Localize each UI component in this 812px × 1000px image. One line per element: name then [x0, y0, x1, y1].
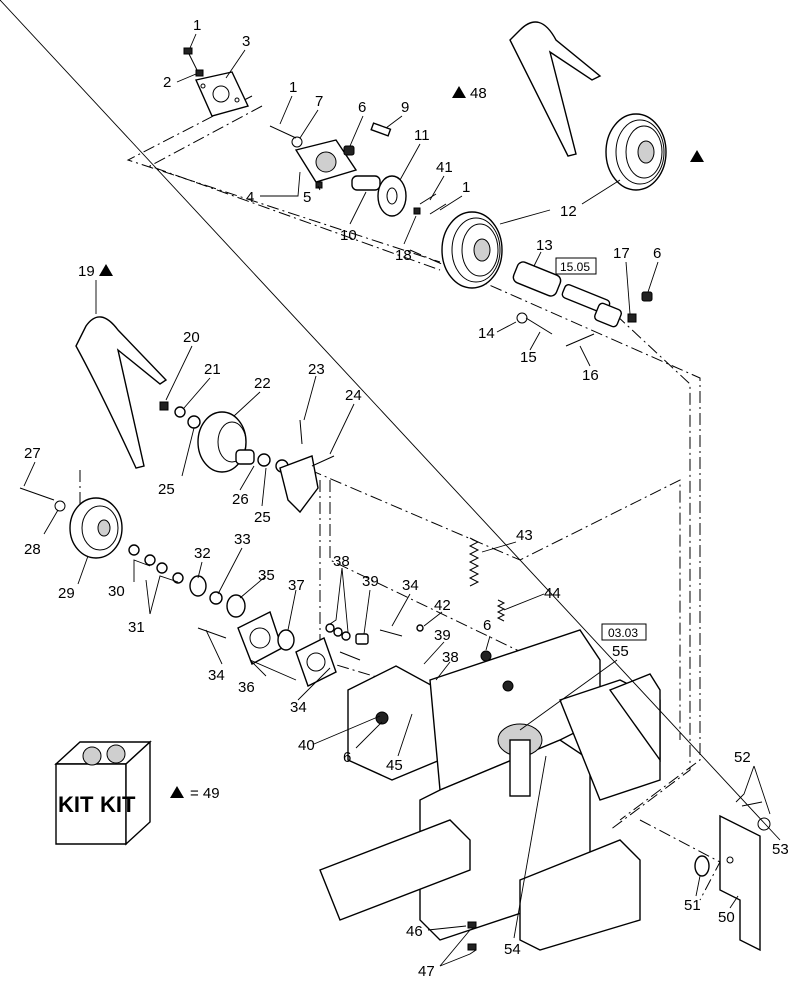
kit-triangle-icon: [690, 150, 704, 162]
callout-13: 13: [536, 237, 553, 254]
callout-51: 51: [684, 897, 701, 914]
callout-54: 54: [504, 941, 521, 958]
callout-34: 34: [208, 667, 225, 684]
callout-18: 18: [395, 247, 412, 264]
reference-boxes: 15.05 03.03: [555, 257, 647, 641]
callout-46: 46: [406, 923, 423, 940]
kit-label-right: KIT: [100, 792, 136, 817]
callout-6: 6: [483, 617, 491, 634]
callout-6: 6: [343, 749, 351, 766]
callout-39: 39: [362, 573, 379, 590]
callout-28: 28: [24, 541, 41, 558]
callout-42: 42: [434, 597, 451, 614]
callout-23: 23: [308, 361, 325, 378]
callout-4: 4: [246, 189, 254, 206]
callout-2: 2: [163, 74, 171, 91]
kit-legend-triangle-icon: [170, 786, 184, 798]
callout-27: 27: [24, 445, 41, 462]
callout-labels: 1 2 3 1 7 6 9 11 41 1 4 5 10 18 12 13 17…: [24, 17, 789, 980]
callout-33: 33: [234, 531, 251, 548]
callout-6: 6: [358, 99, 366, 116]
callout-41: 41: [436, 159, 453, 176]
kit-label-left: KIT: [58, 792, 94, 817]
callout-35: 35: [258, 567, 275, 584]
callout-26: 26: [232, 491, 249, 508]
kit-triangle-icon: [99, 264, 113, 276]
callout-25: 25: [158, 481, 175, 498]
callout-10: 10: [340, 227, 357, 244]
callout-39: 39: [434, 627, 451, 644]
callout-1: 1: [193, 17, 201, 34]
callout-12: 12: [560, 203, 577, 220]
drive-pulleys: [441, 21, 667, 347]
callout-1: 1: [462, 179, 470, 196]
bearing-plate-group: [183, 47, 447, 217]
kit-legend: = 49: [190, 785, 220, 802]
marked-callouts: 48 19: [78, 85, 704, 280]
callout-20: 20: [183, 329, 200, 346]
callout-1: 1: [289, 79, 297, 96]
callout-52: 52: [734, 749, 751, 766]
callout-38: 38: [333, 553, 350, 570]
callout-38: 38: [442, 649, 459, 666]
callout-17: 17: [613, 245, 630, 262]
callout-11: 11: [414, 127, 430, 144]
main-frame: [319, 629, 771, 952]
callout-45: 45: [386, 757, 403, 774]
callout-15: 15: [520, 349, 537, 366]
callout-7: 7: [315, 93, 323, 110]
kit-triangle-icon: [452, 86, 466, 98]
callout-55: 55: [612, 643, 629, 660]
callout-30: 30: [108, 583, 125, 600]
callout-22: 22: [254, 375, 271, 392]
callout-16: 16: [582, 367, 599, 384]
ref-box-15-05: 15.05: [560, 260, 590, 274]
ref-box-03-03: 03.03: [608, 626, 638, 640]
callout-3: 3: [242, 33, 250, 50]
callout-21: 21: [204, 361, 221, 378]
callout-25: 25: [254, 509, 271, 526]
callout-9: 9: [401, 99, 409, 116]
callout-31: 31: [128, 619, 145, 636]
kit-box: KIT KIT: [54, 740, 152, 846]
callout-44: 44: [544, 585, 561, 602]
callout-14: 14: [478, 325, 495, 342]
callout-19: 19: [78, 263, 95, 280]
callout-48: 48: [470, 85, 487, 102]
callout-53: 53: [772, 841, 789, 858]
callout-29: 29: [58, 585, 75, 602]
callout-36: 36: [238, 679, 255, 696]
callout-32: 32: [194, 545, 211, 562]
tensioner-group: [19, 316, 506, 687]
callout-43: 43: [516, 527, 533, 544]
callout-6: 6: [653, 245, 661, 262]
callout-40: 40: [298, 737, 315, 754]
callout-34: 34: [402, 577, 419, 594]
callout-34: 34: [290, 699, 307, 716]
callout-24: 24: [345, 387, 362, 404]
callout-5: 5: [303, 189, 311, 206]
leader-lines: [0, 0, 781, 967]
callout-37: 37: [288, 577, 305, 594]
callout-50: 50: [718, 909, 735, 926]
callout-47: 47: [418, 963, 435, 980]
